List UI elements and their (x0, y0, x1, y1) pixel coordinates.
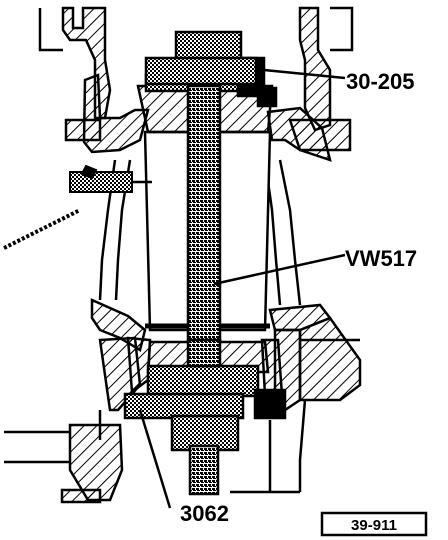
tool-3062 (123, 340, 287, 452)
reference-number: 39-911 (351, 517, 397, 534)
reference-box (320, 511, 428, 537)
label-vw517: VW517 (345, 246, 417, 271)
left-housing (60, 6, 150, 504)
right-outline (263, 6, 360, 492)
leader-lines (138, 68, 346, 509)
side-bolt (3, 164, 152, 250)
spindle-vw517 (186, 84, 222, 496)
label-3062: 3062 (180, 501, 229, 526)
top-nut (144, 30, 258, 86)
label-30-205: 30-205 (346, 69, 415, 94)
